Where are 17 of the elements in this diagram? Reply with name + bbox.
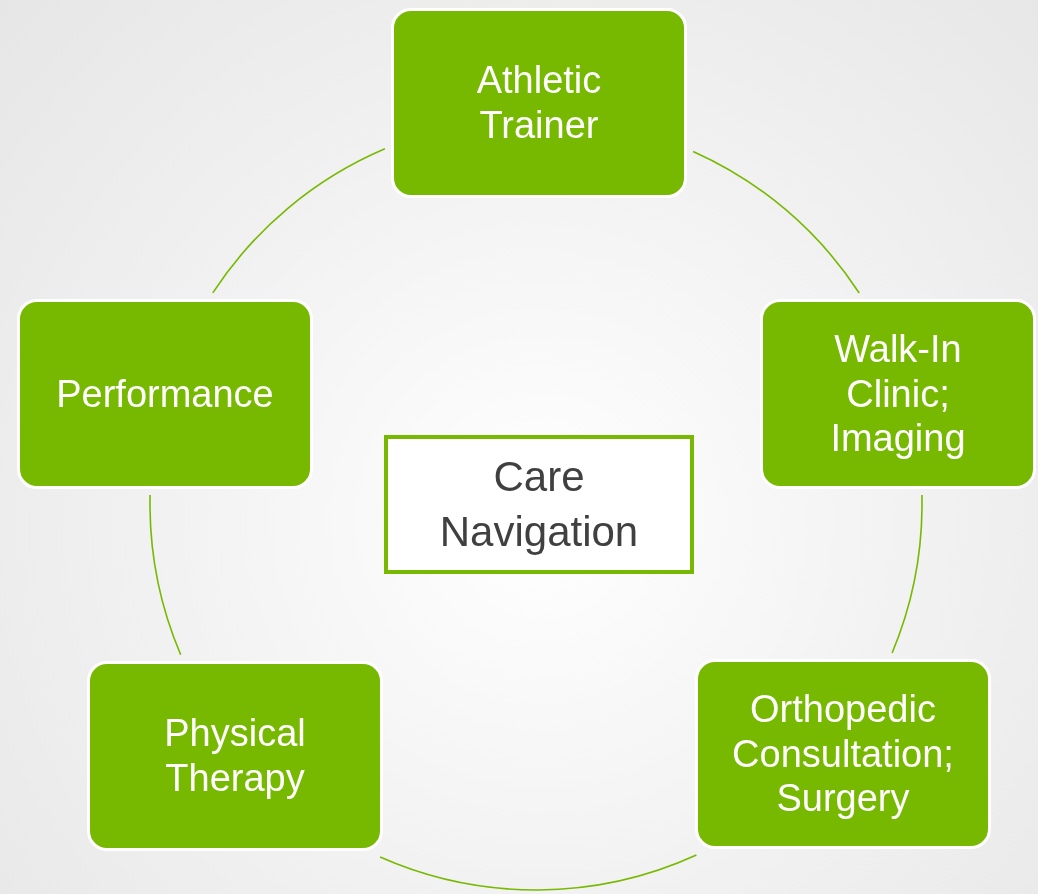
- node-label: Physical Therapy: [163, 711, 307, 801]
- node-label: Walk-In Clinic; Imaging: [829, 326, 967, 462]
- connector-arc: [149, 494, 182, 656]
- connector-arc: [379, 854, 698, 891]
- connector-arc: [692, 150, 860, 294]
- connector-arc: [891, 494, 923, 654]
- node-label: Care Navigation: [438, 451, 640, 557]
- process-box: [87, 661, 383, 851]
- node-label: Performance: [56, 371, 274, 417]
- node-label: Athletic Trainer: [475, 58, 603, 148]
- process-box: [17, 299, 313, 489]
- center-box: [384, 435, 694, 574]
- process-box: [695, 659, 991, 849]
- process-box: [760, 299, 1036, 489]
- connector-arc: [212, 148, 386, 294]
- process-box: [391, 8, 687, 198]
- node-label: Orthopedic Consultation; Surgery: [731, 686, 955, 822]
